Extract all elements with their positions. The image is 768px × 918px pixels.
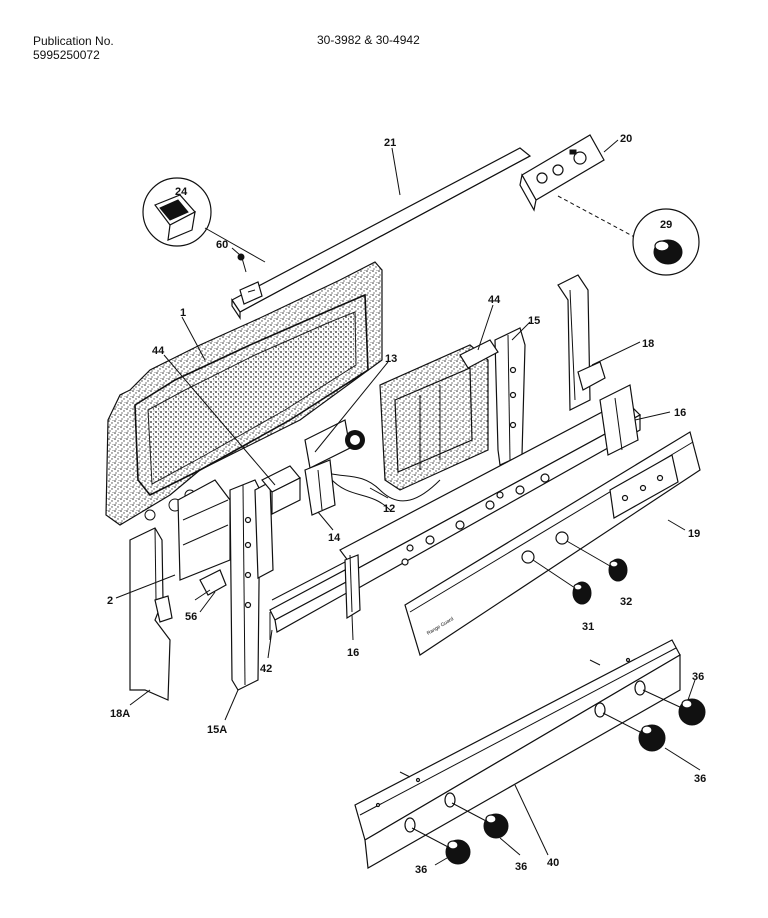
rear-panel-1	[105, 261, 383, 526]
publication-number: 5995250072	[33, 48, 100, 62]
callout-42: 42	[260, 663, 272, 675]
publication-label: Publication No.	[33, 34, 114, 48]
callout-44-left: 44	[152, 345, 165, 357]
lower-rail-42	[269, 561, 353, 640]
knob-36-d	[642, 689, 706, 726]
knob-32	[521, 531, 628, 582]
side-bracket-18	[557, 274, 606, 411]
side-upright-15a	[229, 479, 274, 691]
callout-16-right: 16	[674, 407, 686, 419]
leader-lines	[115, 147, 701, 866]
callout-19: 19	[688, 528, 700, 540]
callout-31: 31	[582, 621, 594, 633]
glass-panel-19: Range Guard	[404, 431, 701, 656]
knob-31	[529, 557, 592, 605]
control-housing-16	[339, 384, 641, 620]
control-panel-12	[379, 344, 489, 491]
knob-36-b	[451, 802, 509, 839]
callout-13: 13	[385, 353, 397, 365]
callout-labels: 21 20 24 29 60 1 44 44 15 13 18 16 19 12…	[107, 133, 706, 876]
trim-strip-21	[231, 147, 532, 320]
clock-timer-20	[519, 134, 641, 241]
screw-60	[231, 247, 247, 273]
callout-12: 12	[383, 503, 395, 515]
callout-18a: 18A	[110, 708, 130, 720]
knob-29	[632, 208, 700, 276]
callout-20: 20	[620, 133, 632, 145]
callout-36-mid: 36	[515, 861, 527, 873]
callout-2: 2	[107, 595, 113, 607]
wiring-harness-13	[304, 419, 441, 511]
knob-36-c	[602, 712, 666, 752]
callout-14: 14	[328, 532, 341, 544]
callout-1: 1	[180, 307, 186, 319]
center-upright-15	[494, 327, 526, 466]
model-numbers: 30-3982 & 30-4942	[317, 33, 420, 47]
callout-15: 15	[528, 315, 540, 327]
callout-29: 29	[660, 219, 672, 231]
callout-36-left: 36	[415, 864, 427, 876]
callout-32: 32	[620, 596, 632, 608]
callout-60: 60	[216, 239, 228, 251]
callout-24: 24	[175, 186, 188, 198]
callout-21: 21	[384, 137, 396, 149]
side-trim-18a	[129, 527, 173, 701]
callout-16-left: 16	[347, 647, 359, 659]
callout-56: 56	[185, 611, 197, 623]
switch-24	[142, 177, 266, 263]
bracket-44-left	[261, 465, 301, 515]
bracket-56	[194, 569, 227, 601]
backguard-40	[354, 639, 681, 869]
callout-40: 40	[547, 857, 559, 869]
component-14	[304, 459, 336, 516]
callout-44-right: 44	[488, 294, 501, 306]
callout-36-right: 36	[694, 773, 706, 785]
knob-36-a	[411, 827, 471, 865]
callout-15a: 15A	[207, 724, 227, 736]
callout-36-top: 36	[692, 671, 704, 683]
callout-18: 18	[642, 338, 654, 350]
